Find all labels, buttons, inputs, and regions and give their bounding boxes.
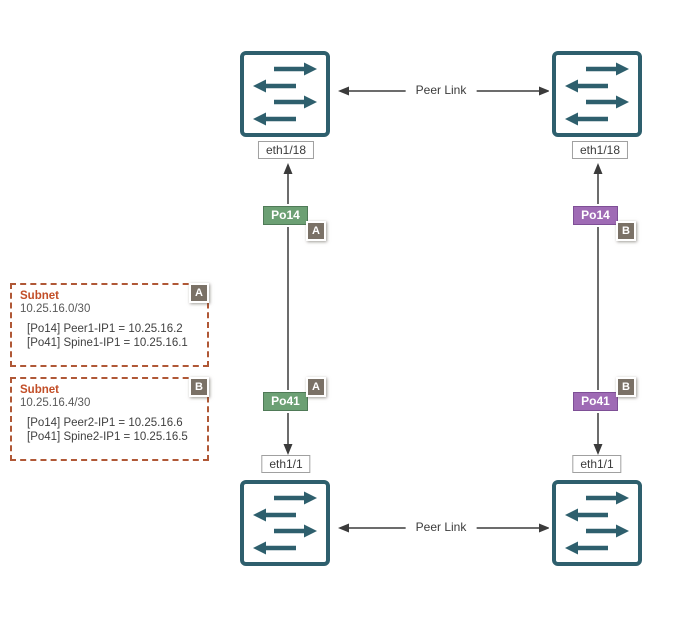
peer-link-label-bottom: Peer Link bbox=[405, 519, 477, 535]
port-channel-po14-right: Po14 bbox=[573, 206, 618, 225]
subnet-cidr: 10.25.16.0/30 bbox=[20, 303, 91, 316]
port-label-eth1-18-right: eth1/18 bbox=[571, 141, 629, 159]
peer-link-label-top: Peer Link bbox=[405, 82, 477, 98]
zone-badge-b-po14: B bbox=[616, 221, 636, 241]
subnet-entry: [Po14] Peer2-IP1 = 10.25.16.6 bbox=[27, 417, 183, 430]
port-label-eth1-1-left: eth1/1 bbox=[261, 455, 311, 473]
zone-badge-b: B bbox=[189, 377, 209, 397]
subnet-box-a: A Subnet 10.25.16.0/30 [Po14] Peer1-IP1 … bbox=[10, 283, 209, 367]
switch-icon bbox=[565, 491, 629, 555]
switch-icon bbox=[253, 62, 317, 126]
port-label-eth1-18-left: eth1/18 bbox=[257, 141, 315, 159]
zone-badge-b-po41: B bbox=[616, 377, 636, 397]
switch-bottom-left bbox=[240, 480, 330, 566]
switch-top-right bbox=[552, 51, 642, 137]
subnet-entry: [Po41] Spine2-IP1 = 10.25.16.5 bbox=[27, 431, 188, 444]
zone-badge-a: A bbox=[189, 283, 209, 303]
subnet-box-b: B Subnet 10.25.16.4/30 [Po14] Peer2-IP1 … bbox=[10, 377, 209, 461]
port-label-eth1-1-right: eth1/1 bbox=[572, 455, 622, 473]
subnet-title: Subnet bbox=[20, 384, 59, 396]
switch-top-left bbox=[240, 51, 330, 137]
port-channel-po41-right: Po41 bbox=[573, 392, 618, 411]
switch-icon bbox=[565, 62, 629, 126]
subnet-entry: [Po41] Spine1-IP1 = 10.25.16.1 bbox=[27, 337, 188, 350]
port-channel-po41-left: Po41 bbox=[263, 392, 308, 411]
subnet-cidr: 10.25.16.4/30 bbox=[20, 397, 91, 410]
switch-bottom-right bbox=[552, 480, 642, 566]
zone-badge-a-po14: A bbox=[306, 221, 326, 241]
subnet-entry: [Po14] Peer1-IP1 = 10.25.16.2 bbox=[27, 323, 183, 336]
subnet-title: Subnet bbox=[20, 290, 59, 302]
zone-badge-a-po41: A bbox=[306, 377, 326, 397]
switch-icon bbox=[253, 491, 317, 555]
port-channel-po14-left: Po14 bbox=[263, 206, 308, 225]
